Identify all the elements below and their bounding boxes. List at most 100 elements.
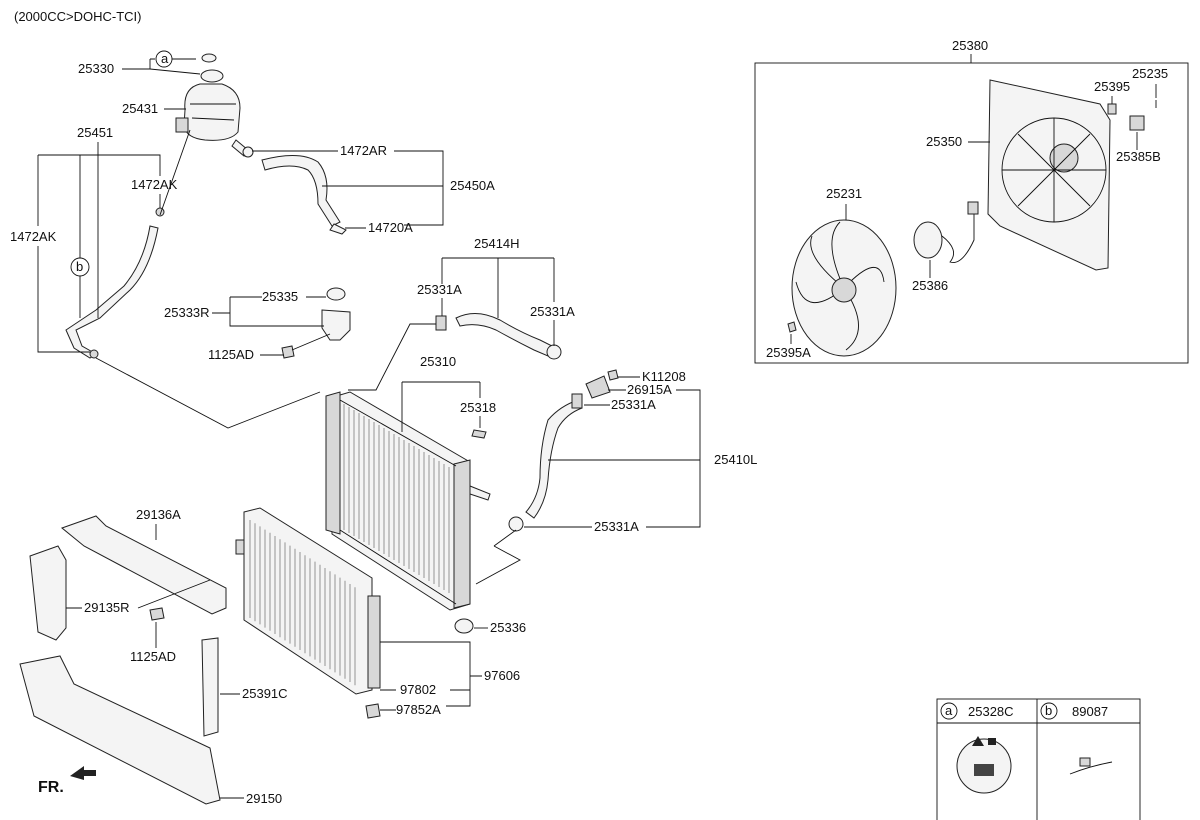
cable-tie-89087 (1069, 761, 1113, 775)
cap-97852a (365, 703, 381, 719)
bracket-25333r (321, 309, 351, 341)
label-29136a: 29136A (136, 507, 181, 522)
label-1472ak-upper: 1472AK (131, 177, 178, 192)
sensor-k11208 (607, 369, 619, 381)
radiator-fitting (469, 485, 491, 501)
legend-a-part: 25328C (968, 704, 1014, 719)
reservoir-tank-group (175, 53, 249, 157)
fan-assembly-group (787, 79, 1157, 357)
clip-14720a (329, 223, 347, 235)
label-25431: 25431 (122, 101, 158, 116)
clamp-25331a-top-left (435, 315, 447, 331)
fitting-26915a (585, 375, 611, 399)
label-k11208: K11208 (642, 369, 686, 384)
reservoir-cap (200, 69, 224, 83)
radiator-core-fins (343, 404, 450, 593)
fan-motor-25386 (913, 221, 943, 259)
resistor-25385b (1129, 115, 1145, 131)
label-97852a: 97852A (396, 702, 441, 717)
label-25235: 25235 (1132, 66, 1168, 81)
label-25414h: 25414H (474, 236, 520, 251)
engine-caption: (2000CC>DOHC-TCI) (14, 9, 142, 24)
radiator-right-tank (453, 459, 471, 609)
bolt-1125ad-upper (281, 345, 295, 359)
air-guard-group (19, 515, 227, 805)
label-29150: 29150 (246, 791, 282, 806)
label-1472ar: 1472AR (340, 143, 387, 158)
label-25331a-3: 25331A (611, 397, 656, 412)
insulator-25336 (454, 618, 474, 634)
front-marker-label: FR. (38, 779, 64, 796)
seal-25391c (201, 637, 219, 737)
radiator-group (325, 391, 491, 611)
overflow-hose-group (242, 146, 347, 235)
label-1472ak-left: 1472AK (10, 229, 57, 244)
condenser-core-fins (249, 520, 356, 686)
air-guard-29135r (29, 545, 67, 641)
label-26915a: 26915A (627, 382, 672, 397)
front-arrow-icon (70, 766, 96, 780)
hose-clamp-1472ar (242, 146, 254, 158)
callout-b-marker: b (76, 259, 83, 274)
label-25385b: 25385B (1116, 149, 1161, 164)
label-25310: 25310 (420, 354, 456, 369)
label-14720a: 14720A (368, 220, 413, 235)
label-25350: 25350 (926, 134, 962, 149)
cap-seal-ring (201, 53, 217, 63)
label-25451: 25451 (77, 125, 113, 140)
hose-25410l (525, 399, 583, 519)
legend-b-circle (1040, 702, 1058, 720)
label-25318: 25318 (460, 400, 496, 415)
bolt-25318 (471, 429, 487, 439)
bracket-group (281, 287, 351, 359)
label-29135r: 29135R (84, 600, 130, 615)
hose-25450a (261, 155, 341, 227)
label-25333r: 25333R (164, 305, 210, 320)
label-25335: 25335 (262, 289, 298, 304)
label-25410l: 25410L (714, 452, 757, 467)
condenser-fitting (235, 539, 245, 555)
label-25380: 25380 (952, 38, 988, 53)
label-25450a: 25450A (450, 178, 495, 193)
label-1125ad-2: 1125AD (130, 649, 176, 664)
bolt-1125ad-lower (149, 607, 165, 621)
clamp-25331a-lower (508, 516, 524, 532)
upper-hose-group (435, 313, 562, 360)
legend-a-marker: a (945, 703, 953, 718)
label-25331a-1: 25331A (417, 282, 462, 297)
legend-b-part: 89087 (1072, 704, 1108, 719)
clamp-25331a-mid (571, 393, 583, 409)
callout-a-marker: a (161, 51, 169, 66)
label-1125ad-1: 1125AD (208, 347, 254, 362)
lower-hose-group (508, 369, 619, 532)
tank-mount (175, 117, 189, 133)
label-25336: 25336 (490, 620, 526, 635)
screw-25395a (787, 321, 797, 333)
reservoir-hose-group (65, 207, 165, 359)
label-25386: 25386 (912, 278, 948, 293)
motor-connector (967, 201, 979, 215)
label-25231: 25231 (826, 186, 862, 201)
clamp-25331a-top-right (546, 344, 562, 360)
label-25331a-4: 25331A (594, 519, 639, 534)
label-25395a: 25395A (766, 345, 811, 360)
legend-a-circle (940, 702, 958, 720)
callout-a-circle (155, 50, 173, 68)
reservoir-tank (183, 83, 241, 141)
deflector-29150 (19, 655, 221, 805)
clamp-1472ak-lower (89, 349, 99, 359)
legend-b-marker: b (1045, 703, 1052, 718)
legend-table: a 25328C b 89087 (936, 698, 1141, 820)
receiver-drier-97802 (367, 595, 381, 689)
label-25331a-2: 25331A (530, 304, 575, 319)
insulator-25335 (326, 287, 346, 301)
callout-b-circle (70, 257, 90, 277)
label-25391c: 25391C (242, 686, 288, 701)
label-97802: 97802 (400, 682, 436, 697)
hose-25414h (455, 313, 553, 357)
radiator-left-tank (325, 391, 341, 535)
label-97606: 97606 (484, 668, 520, 683)
label-25395: 25395 (1094, 79, 1130, 94)
bolt-25395 (1107, 103, 1117, 115)
